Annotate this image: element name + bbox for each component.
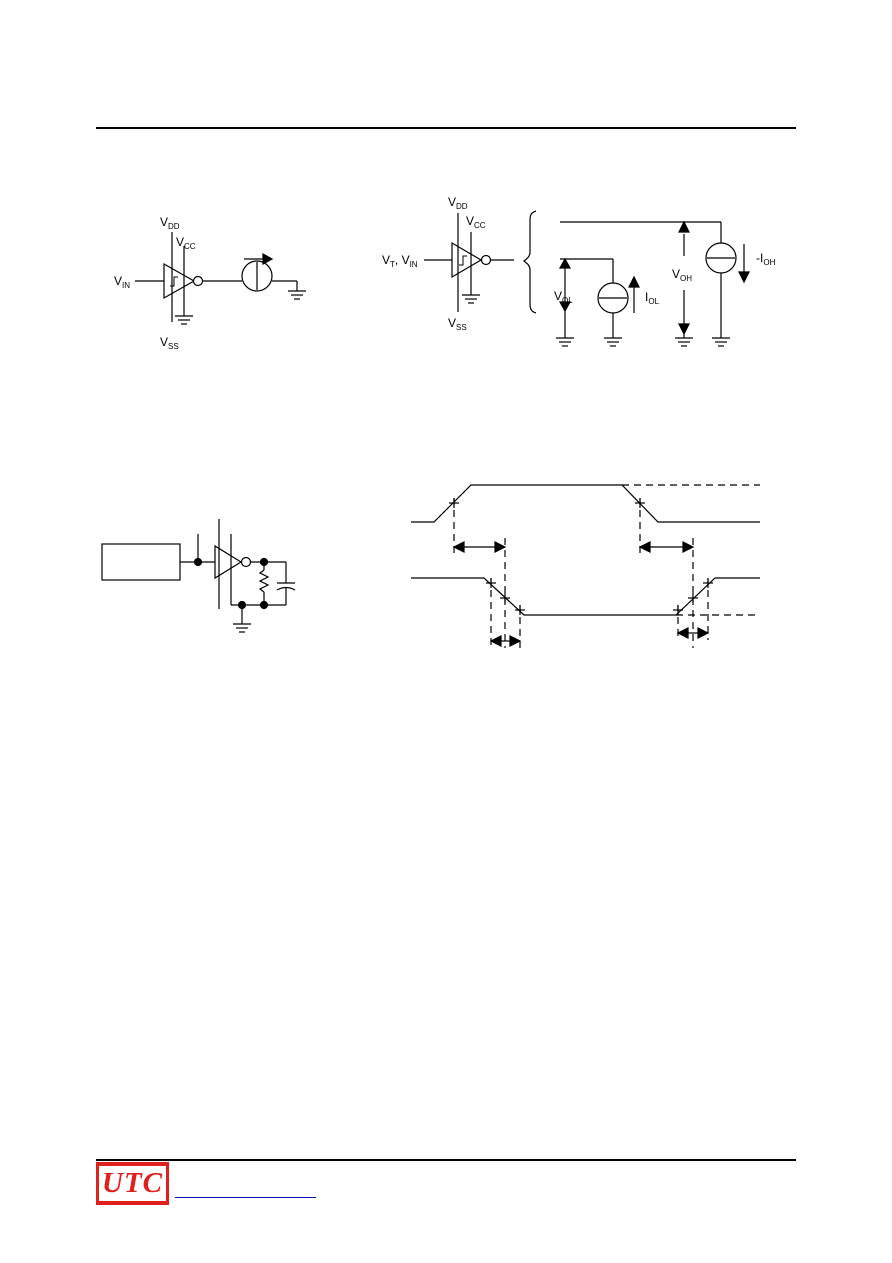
footer-rule: [96, 1159, 796, 1161]
figure-vol-voh-circuit: [424, 210, 750, 347]
label-vcc-1: VCC: [176, 235, 196, 251]
label-vol: VOL: [554, 289, 573, 305]
utc-logo-text: UTC: [102, 1167, 163, 1199]
label-vin-1: VIN: [114, 274, 130, 290]
label-iol: IOL: [645, 290, 660, 306]
figure-switching-test-circuit: [101, 519, 296, 633]
label-vss-2: VSS: [448, 316, 467, 332]
footer-link-underline[interactable]: [175, 1197, 316, 1198]
label-vdd-2: VDD: [448, 195, 468, 211]
header-rule: [96, 127, 796, 129]
label-vt-vin: VT, VIN: [382, 253, 418, 269]
figure-output-current-circuit: [135, 232, 306, 325]
utc-logo: UTC: [96, 1162, 169, 1205]
label-vss-1: VSS: [160, 335, 179, 351]
label-vdd-1: VDD: [160, 215, 180, 231]
label-voh: VOH: [672, 267, 692, 283]
label-ioh: -IOH: [756, 251, 776, 267]
figure-switching-waveforms: [411, 484, 760, 648]
label-vcc-2: VCC: [466, 214, 486, 230]
